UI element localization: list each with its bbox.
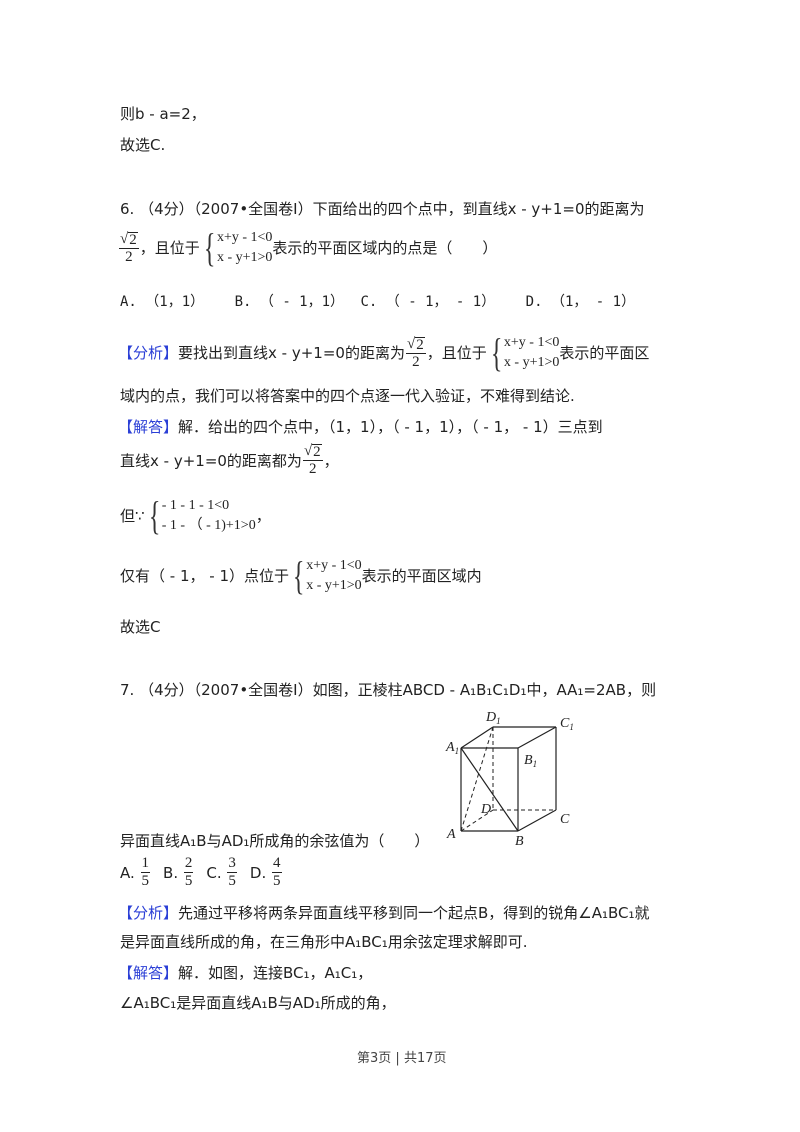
label-d: D [480, 802, 491, 817]
page-footer: 第3页 | 共17页 [357, 1047, 447, 1066]
q7-number: 7. [120, 681, 135, 699]
q6-answer-fraction: √2 2 [302, 443, 323, 477]
q7-answer-tag: 【解答】 [118, 964, 179, 982]
q6-analysis-line1: 【分析】 要找出到直线x - y+1=0的距离为 √2 2 ，且位于 { x+y… [118, 330, 650, 375]
q6-answer-line2: 直线x - y+1=0的距离都为 √2 2 ， [120, 443, 339, 477]
q7-analysis-line2: 是异面直线所成的角，在三角形中A₁BC₁用余弦定理求解即可. [120, 933, 528, 951]
q7-score: （4分） [139, 681, 194, 699]
q7-source: （2007•全国卷Ⅰ） [193, 681, 313, 699]
q7-stem-line1: 7. （4分）（2007•全国卷Ⅰ）如图，正棱柱ABCD - A₁B₁C₁D₁中… [120, 681, 657, 699]
q7-analysis-line1: 【分析】先通过平移将两条异面直线平移到同一个起点B，得到的锐角∠A₁BC₁就 [118, 904, 650, 922]
prism-figure: D1 C1 A1 B1 D C A B [445, 710, 574, 845]
q6-distance-fraction: √2 2 [119, 230, 139, 265]
q6-but-system: { - 1 - 1 - 1<0- 1 - （ - 1)+1>0 [148, 493, 256, 538]
q6-number: 6. [120, 200, 135, 218]
prev-solution-line2: 故选C. [120, 136, 166, 154]
label-c: C [560, 812, 570, 827]
q6-option-a: A. （1，1） [120, 294, 205, 310]
label-b: B [515, 834, 524, 845]
q6-source: （2007•全国卷Ⅰ） [193, 200, 313, 218]
label-a1: A1 [445, 740, 459, 756]
q7-stem-line2: 异面直线A₁B与AD₁所成角的余弦值为（ ） [120, 832, 430, 850]
label-c1: C1 [560, 716, 574, 732]
prev-solution-line1: 则b - a=2， [120, 105, 206, 123]
q6-analysis-tag: 【分析】 [118, 344, 179, 362]
q7-analysis-tag: 【分析】 [118, 904, 179, 922]
q6-option-c: C. （ - 1， - 1） [360, 294, 496, 310]
q6-option-d: D. （1， - 1） [525, 294, 636, 310]
page-separator: | [395, 1051, 400, 1066]
q7-answer-line1: 【解答】解．如图，连接BC₁，A₁C₁， [118, 964, 373, 982]
q6-stem-part1: 下面给出的四个点中，到直线x - y+1=0的距离为 [312, 200, 645, 218]
q6-answer-tag: 【解答】 [118, 418, 179, 436]
q6-option-b: B. （ - 1，1） [234, 294, 345, 310]
q6-options: A. （1，1） B. （ - 1，1） C. （ - 1， - 1） D. （… [120, 292, 635, 312]
q7-answer-line2: ∠A₁BC₁是异面直线A₁B与AD₁所成的角， [120, 994, 396, 1012]
page-total: 共17页 [403, 1051, 447, 1066]
q6-but-line: 但∵ { - 1 - 1 - 1<0- 1 - （ - 1)+1>0 ， [120, 493, 271, 538]
label-b1: B1 [524, 753, 537, 769]
q6-score: （4分） [139, 200, 194, 218]
label-d1: D1 [485, 710, 501, 726]
q6-conclusion: 故选C [120, 618, 161, 636]
q6-stem-line1: 6. （4分）（2007•全国卷Ⅰ）下面给出的四个点中，到直线x - y+1=0… [120, 199, 645, 219]
q6-analysis-fraction: √2 2 [405, 335, 426, 370]
q6-answer-line1: 【解答】解．给出的四个点中，（1，1），（ - 1，1），（ - 1， - 1）… [118, 418, 603, 436]
page-current: 第3页 [357, 1051, 392, 1066]
label-a: A [446, 827, 456, 842]
q6-analysis-line2: 域内的点，我们可以将答案中的四个点逐一代入验证，不难得到结论. [120, 387, 575, 405]
